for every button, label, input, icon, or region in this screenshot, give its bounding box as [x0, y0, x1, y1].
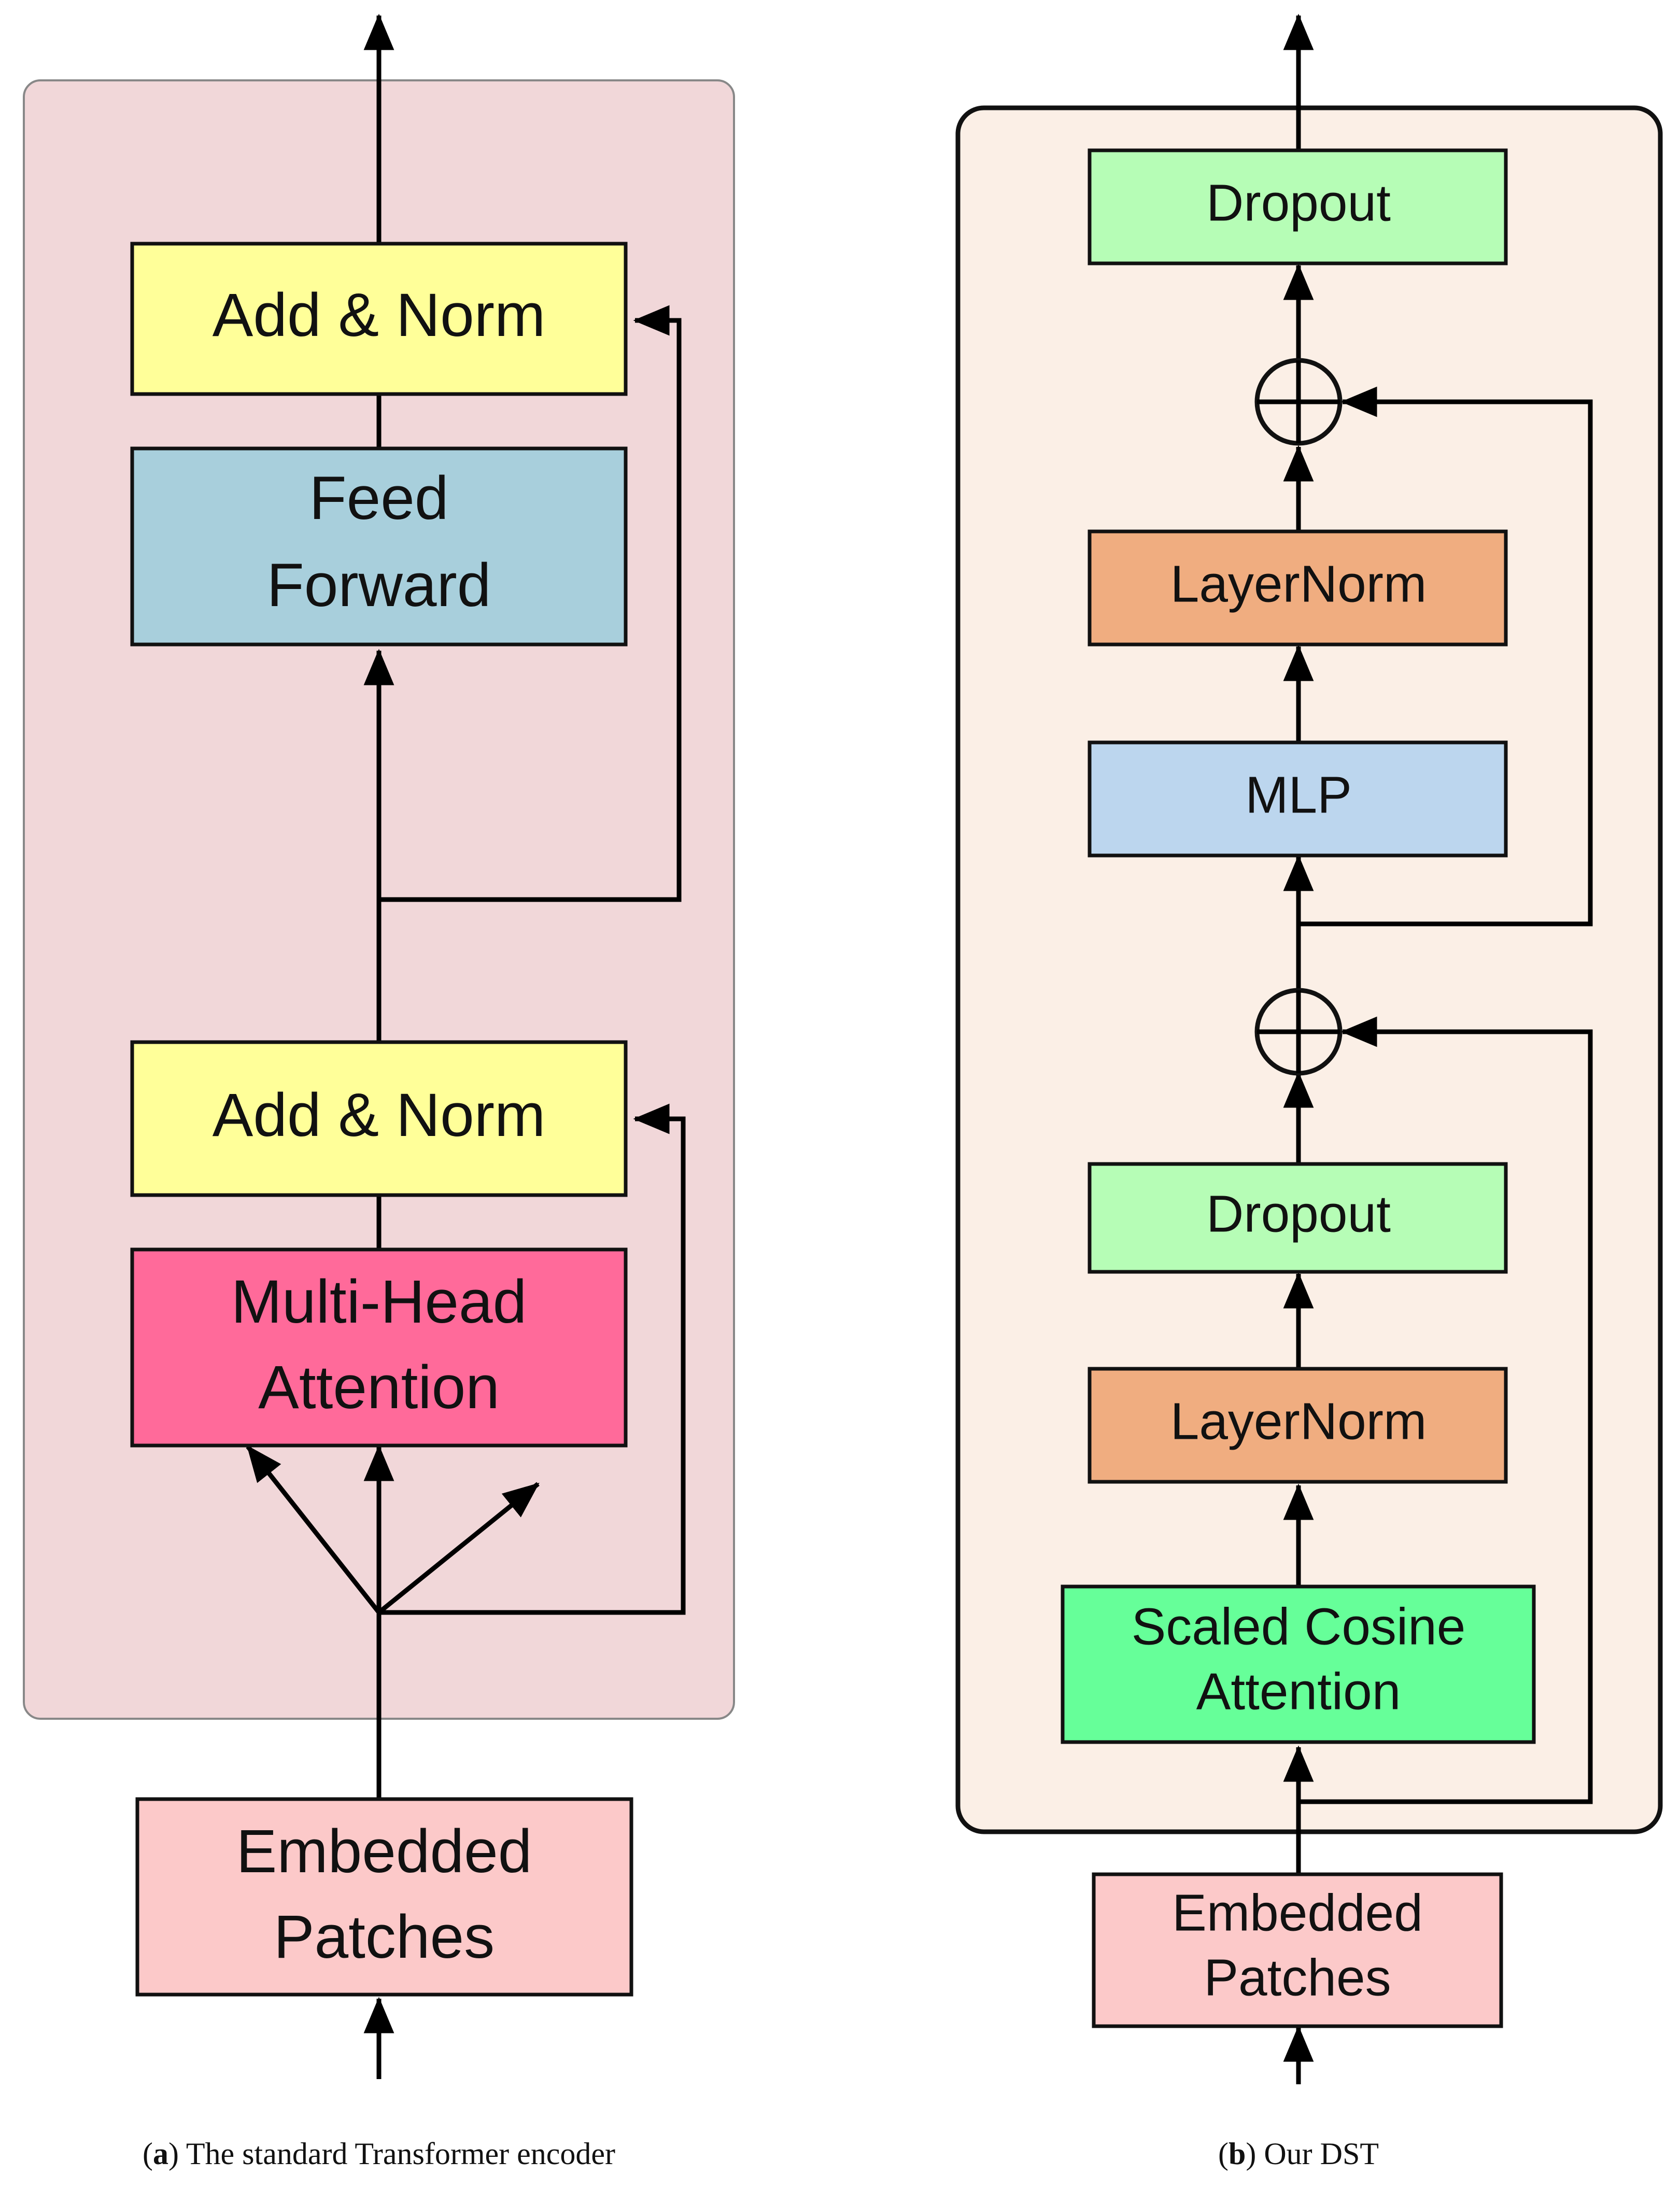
a-feed-forward-label-2: Forward	[267, 551, 491, 620]
caption-b: (b) Our DST	[1218, 2137, 1379, 2171]
b-dropout-top-label: Dropout	[1206, 174, 1391, 232]
a-multi-head-attention: Multi-Head Attention	[130, 1247, 628, 1448]
b-dropout-top: Dropout	[1088, 148, 1508, 265]
a-residual-2	[379, 305, 682, 902]
panel-b-dst: Dropout LayerNorm MLP Dropout LayerNorm …	[955, 13, 1663, 2171]
panel-a-standard-transformer: Add & Norm Feed Forward Add & Norm Multi…	[23, 13, 735, 2171]
a-feed-forward-label-1: Feed	[309, 464, 449, 532]
a-feed-forward: Feed Forward	[130, 446, 628, 647]
b-residual-1	[1298, 1016, 1593, 1804]
b-residual-2	[1298, 386, 1593, 927]
a-embedded-label-1: Embedded	[236, 1817, 532, 1886]
b-dropout-bottom: Dropout	[1088, 1162, 1508, 1274]
b-layernorm-bottom: LayerNorm	[1088, 1367, 1508, 1484]
b-layernorm-top-label: LayerNorm	[1170, 555, 1427, 613]
a-arrow-v	[377, 1482, 540, 1615]
b-mlp-label: MLP	[1245, 766, 1352, 824]
a-residual-1	[379, 1103, 686, 1615]
a-add-norm-top-label: Add & Norm	[213, 281, 546, 349]
b-mlp: MLP	[1088, 740, 1508, 858]
a-arrow-q	[246, 1445, 381, 1614]
caption-a: (a) The standard Transformer encoder	[143, 2137, 615, 2171]
b-dropout-bottom-label: Dropout	[1206, 1185, 1391, 1243]
b-sum-node-top	[1254, 358, 1343, 446]
a-add-norm-bottom-label: Add & Norm	[213, 1081, 546, 1149]
b-scaled-cosine-attention: Scaled Cosine Attention	[1061, 1584, 1536, 1744]
a-add-norm-bottom: Add & Norm	[130, 1040, 628, 1197]
a-mha-label-1: Multi-Head	[231, 1268, 527, 1336]
a-embedded-label-2: Patches	[274, 1903, 495, 1971]
b-sca-label-2: Attention	[1196, 1662, 1401, 1720]
a-embedded-patches: Embedded Patches	[135, 1797, 633, 1997]
b-embedded-label-2: Patches	[1204, 1948, 1391, 2006]
b-sum-node-bottom	[1254, 988, 1343, 1076]
b-layernorm-bottom-label: LayerNorm	[1170, 1392, 1427, 1450]
a-mha-label-2: Attention	[258, 1353, 500, 1422]
b-embedded-label-1: Embedded	[1172, 1884, 1423, 1942]
b-embedded-patches: Embedded Patches	[1092, 1872, 1503, 2028]
b-sca-label-1: Scaled Cosine	[1132, 1597, 1466, 1655]
a-add-norm-top: Add & Norm	[130, 242, 628, 396]
b-layernorm-top: LayerNorm	[1088, 529, 1508, 647]
